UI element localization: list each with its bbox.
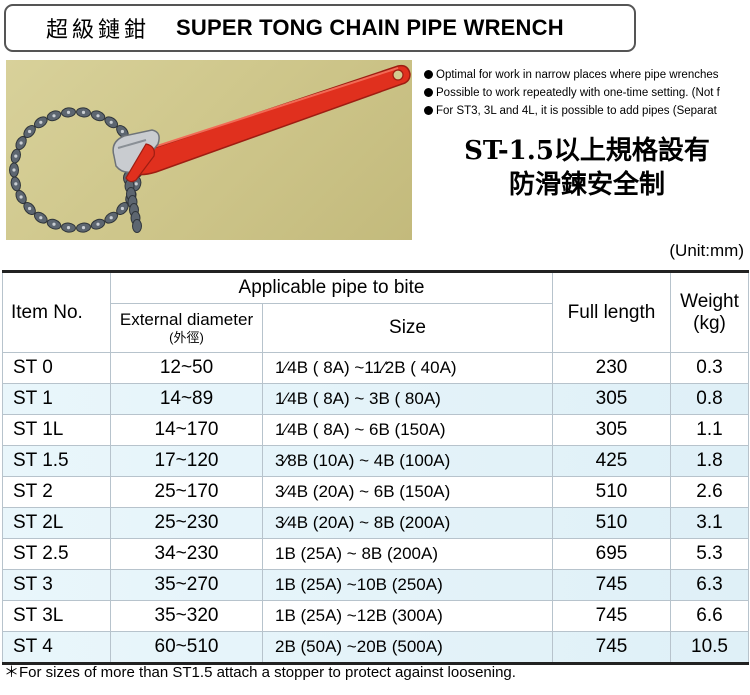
- cell-size: 1B (25A) ~10B (250A): [261, 569, 554, 601]
- cell-item-no: ST 3: [2, 569, 111, 601]
- cell-full-length: 230: [552, 352, 672, 384]
- feature-item: Possible to work repeatedly with one-tim…: [424, 84, 750, 102]
- promo-line-1: ST-1.5以上規格設有: [464, 136, 710, 166]
- cell-external-diameter: 60~510: [110, 631, 263, 665]
- cell-weight: 5.3: [670, 538, 750, 570]
- feature-item: For ST3, 3L and 4L, it is possible to ad…: [424, 102, 750, 120]
- promo-line-2: 防滑鍊安全制: [508, 170, 665, 200]
- cell-item-no: ST 4: [2, 631, 111, 665]
- cell-item-no: ST 3L: [2, 600, 111, 632]
- cell-full-length: 510: [552, 476, 672, 508]
- cell-size: 1B (25A) ~12B (300A): [261, 600, 554, 632]
- cell-full-length: 745: [552, 600, 672, 632]
- header-external-diameter: External diameter (外徑): [110, 303, 263, 353]
- product-photo: [6, 60, 412, 240]
- cell-item-no: ST 1.5: [2, 445, 111, 477]
- cell-external-diameter: 35~320: [110, 600, 263, 632]
- cell-full-length: 425: [552, 445, 672, 477]
- cell-weight: 1.1: [670, 414, 750, 446]
- cell-weight: 2.6: [670, 476, 750, 508]
- promo-text: ST-1.5以上規格設有 防滑鍊安全制: [424, 134, 750, 202]
- header-full-length: Full length: [552, 270, 672, 353]
- cell-weight: 6.6: [670, 600, 750, 632]
- cell-size: 3⁄4B (20A) ~ 8B (200A): [261, 507, 554, 539]
- cell-external-diameter: 25~170: [110, 476, 263, 508]
- cell-size: 1⁄4B ( 8A) ~ 3B ( 80A): [261, 383, 554, 415]
- bullet-icon: [424, 88, 433, 97]
- cell-full-length: 305: [552, 383, 672, 415]
- cell-size: 3⁄4B (20A) ~ 6B (150A): [261, 476, 554, 508]
- cell-full-length: 745: [552, 569, 672, 601]
- header-applicable-pipe: Applicable pipe to bite: [109, 270, 554, 304]
- footnote: ＊For sizes of more than ST1.5 attach a s…: [4, 664, 516, 681]
- bullet-icon: [424, 106, 433, 115]
- cell-external-diameter: 35~270: [110, 569, 263, 601]
- cell-weight: 6.3: [670, 569, 750, 601]
- cell-size: 1⁄4B ( 8A) ~11⁄2B ( 40A): [261, 352, 554, 384]
- cell-item-no: ST 2.5: [2, 538, 111, 570]
- title-english: SUPER TONG CHAIN PIPE WRENCH: [176, 15, 564, 40]
- cell-full-length: 695: [552, 538, 672, 570]
- cell-weight: 10.5: [670, 631, 750, 665]
- bullet-icon: [424, 70, 433, 79]
- cell-weight: 0.3: [670, 352, 750, 384]
- cell-full-length: 510: [552, 507, 672, 539]
- unit-label: (Unit:mm): [669, 241, 744, 260]
- cell-size: 2B (50A) ~20B (500A): [261, 631, 554, 665]
- header-weight: Weight (kg): [670, 270, 750, 353]
- cell-item-no: ST 1L: [2, 414, 111, 446]
- feature-item: Optimal for work in narrow places where …: [424, 66, 750, 84]
- cell-weight: 3.1: [670, 507, 750, 539]
- cell-external-diameter: 25~230: [110, 507, 263, 539]
- cell-full-length: 745: [552, 631, 672, 665]
- header-size: Size: [261, 303, 554, 353]
- cell-weight: 0.8: [670, 383, 750, 415]
- cell-size: 3⁄8B (10A) ~ 4B (100A): [261, 445, 554, 477]
- cell-full-length: 305: [552, 414, 672, 446]
- cell-item-no: ST 2L: [2, 507, 111, 539]
- cell-external-diameter: 12~50: [110, 352, 263, 384]
- cell-item-no: ST 1: [2, 383, 111, 415]
- cell-weight: 1.8: [670, 445, 750, 477]
- cell-item-no: ST 2: [2, 476, 111, 508]
- cell-external-diameter: 14~89: [110, 383, 263, 415]
- cell-item-no: ST 0: [2, 352, 111, 384]
- chain-wrench-illustration: [9, 64, 411, 233]
- feature-list: Optimal for work in narrow places where …: [424, 66, 750, 120]
- cell-external-diameter: 14~170: [110, 414, 263, 446]
- cell-size: 1⁄4B ( 8A) ~ 6B (150A): [261, 414, 554, 446]
- title-chinese: 超級鏈鉗: [46, 18, 151, 43]
- header-item-no: Item No.: [2, 270, 111, 353]
- cell-size: 1B (25A) ~ 8B (200A): [261, 538, 554, 570]
- cell-external-diameter: 34~230: [110, 538, 263, 570]
- cell-external-diameter: 17~120: [110, 445, 263, 477]
- spec-table: Item No. Applicable pipe to bite Full le…: [2, 270, 750, 665]
- title-box: 超級鏈鉗 SUPER TONG CHAIN PIPE WRENCH: [4, 4, 636, 52]
